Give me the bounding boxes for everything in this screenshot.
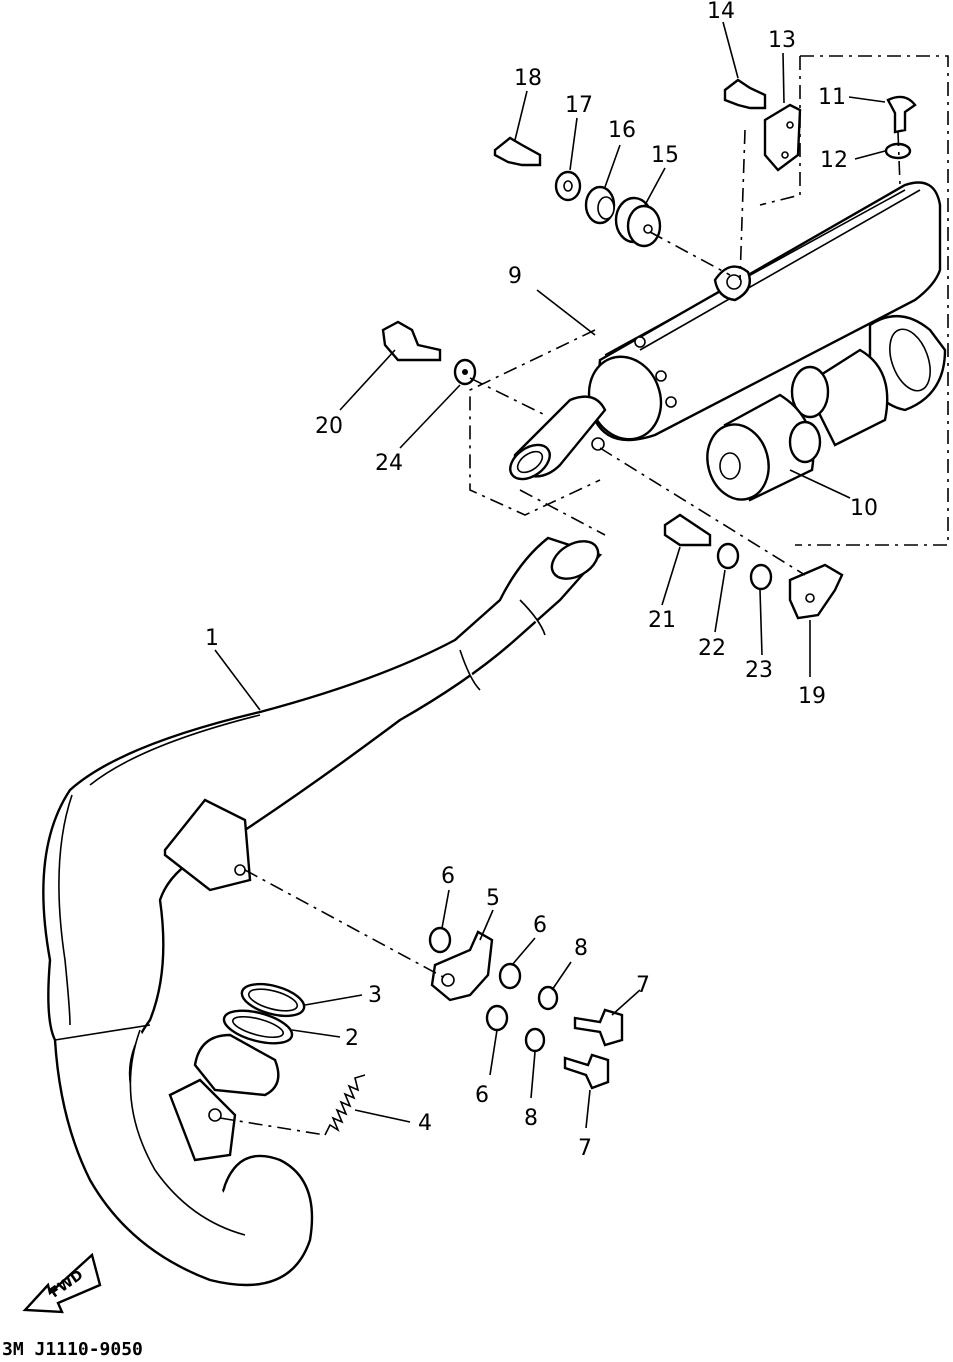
callout-6a: 6 [441,864,455,889]
callout-9: 9 [508,264,522,289]
callout-19: 19 [798,684,826,709]
muffler-group-boundary [469,55,949,546]
callout-2: 2 [345,1026,359,1051]
callout-12: 12 [820,148,848,173]
callout-17: 17 [565,93,593,118]
callout-3: 3 [368,983,382,1008]
muffler-body [509,181,947,481]
callout-7a: 7 [636,973,650,998]
assembly-lines [219,129,901,1136]
callout-1: 1 [205,626,219,651]
callout-15: 15 [651,143,679,168]
callout-21: 21 [648,608,676,633]
callout-6c: 6 [475,1083,489,1108]
callout-8b: 8 [524,1106,538,1131]
callout-20: 20 [315,414,343,439]
callout-23: 23 [745,658,773,683]
callout-labels: 1 2 3 4 5 6 6 6 7 7 8 8 9 10 11 12 13 14… [205,0,878,1161]
callout-13: 13 [768,28,796,53]
fwd-arrow-icon: FWD [22,1252,102,1314]
callout-4: 4 [418,1111,432,1136]
callout-16: 16 [608,118,636,143]
callout-5: 5 [486,886,500,911]
callout-7b: 7 [578,1136,592,1161]
spring [324,1074,366,1136]
muffler-packing [706,348,889,502]
leader-lines [214,21,886,1129]
gaskets [222,982,306,1045]
callout-18: 18 [514,66,542,91]
callout-24: 24 [375,451,403,476]
drawing-code: 3M J1110-9050 [2,1339,143,1360]
hardware [381,78,917,1090]
callout-11: 11 [818,85,846,110]
exhaust-pipe [42,536,603,1287]
callout-8a: 8 [574,936,588,961]
callout-6b: 6 [533,913,547,938]
callout-10: 10 [850,496,878,521]
callout-14: 14 [707,0,735,24]
callout-22: 22 [698,636,726,661]
